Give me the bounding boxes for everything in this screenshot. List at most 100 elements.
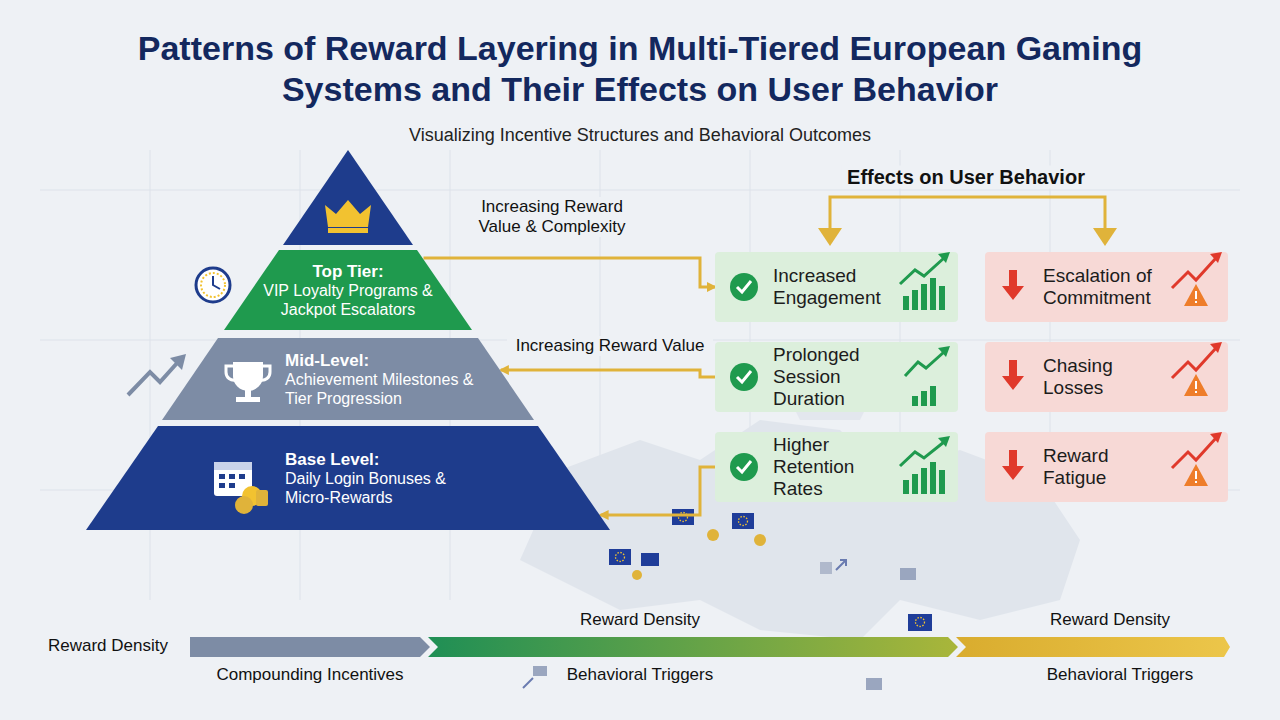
drawing-circle xyxy=(632,570,642,580)
drawing-polygon xyxy=(1210,432,1222,443)
axis-label: Reward Density xyxy=(580,610,700,630)
drawing-polygon xyxy=(956,637,1230,657)
drawing-polygon xyxy=(170,354,186,370)
drawing-circle xyxy=(730,273,758,301)
drawing-path xyxy=(1172,258,1216,288)
drawing-rect xyxy=(912,474,918,494)
drawing-rect xyxy=(245,389,251,397)
drawing-path xyxy=(1172,348,1216,378)
drawing-rect xyxy=(903,296,909,310)
drawing-g xyxy=(325,200,371,233)
effect-box: Prolonged Session Duration xyxy=(715,342,958,412)
drawing-rect xyxy=(1195,291,1197,299)
drawing-polygon xyxy=(283,150,413,245)
drawing-polygon xyxy=(224,250,472,330)
drawing-path xyxy=(325,200,371,227)
drawing-rect xyxy=(1195,391,1197,393)
drawing-circle xyxy=(201,273,225,297)
effect-text: Reward Fatigue xyxy=(1043,445,1168,489)
drawing-rect xyxy=(229,474,235,479)
drawing-circle xyxy=(242,486,262,506)
drawing-rect xyxy=(903,480,909,494)
drawing-circle xyxy=(730,363,758,391)
drawing-circle xyxy=(616,553,625,562)
tier-body: Daily Login Bonuses & Micro-Rewards xyxy=(285,469,475,507)
drawing-rect xyxy=(820,562,832,574)
drawing-polygon xyxy=(428,637,958,657)
drawing-path xyxy=(737,461,751,472)
drawing-path xyxy=(830,197,1105,230)
drawing-rect xyxy=(1195,301,1197,303)
drawing-polygon xyxy=(162,338,534,420)
drawing-path xyxy=(260,366,270,380)
axis-label: Behavioral Triggers xyxy=(567,665,713,685)
effect-text: Increased Engagement xyxy=(773,265,903,309)
effect-text: Prolonged Session Duration xyxy=(773,344,913,410)
effect-box: Escalation of Commitment xyxy=(985,252,1228,322)
drawing-path xyxy=(128,362,178,395)
drawing-circle xyxy=(739,517,748,526)
effect-box: Higher Retention Rates xyxy=(715,432,958,502)
drawing-polygon xyxy=(1210,252,1222,263)
drawing-rect xyxy=(239,474,245,479)
drawing-rect xyxy=(328,228,368,233)
drawing-path xyxy=(737,371,751,382)
drawing-path xyxy=(836,560,846,570)
drawing-rect xyxy=(1195,481,1197,483)
drawing-g xyxy=(1184,284,1208,486)
drawing-g xyxy=(226,362,270,402)
drawing-rect xyxy=(672,509,694,525)
drawing-rect xyxy=(930,278,936,310)
tier-heading: Base Level: xyxy=(285,450,380,469)
flow-connector xyxy=(424,258,716,287)
drawing-rect xyxy=(930,462,936,494)
drawing-polygon xyxy=(1002,450,1024,480)
drawing-polygon xyxy=(190,637,430,657)
flow-connector xyxy=(601,467,715,515)
effect-text: Escalation of Commitment xyxy=(1043,265,1168,309)
drawing-polygon xyxy=(938,346,950,357)
drawing-rect xyxy=(921,468,927,494)
connector-label: Increasing Reward Value xyxy=(507,336,713,356)
drawing-rect xyxy=(912,396,918,406)
drawing-path xyxy=(900,442,944,466)
drawing-g xyxy=(900,258,944,466)
axis-label: Behavioral Triggers xyxy=(1047,665,1193,685)
drawing-polygon xyxy=(86,426,610,530)
drawing-path xyxy=(1172,438,1216,468)
subtitle: Visualizing Incentive Structures and Beh… xyxy=(409,125,871,146)
drawing-polygon xyxy=(1002,270,1024,300)
drawing-path xyxy=(213,276,220,289)
drawing-rect xyxy=(866,678,882,690)
title: Patterns of Reward Layering in Multi-Tie… xyxy=(100,28,1180,110)
drawing-rect xyxy=(256,490,268,506)
drawing-circle xyxy=(707,529,719,541)
drawing-rect xyxy=(229,483,235,488)
drawing-polygon xyxy=(938,436,950,447)
drawing-g xyxy=(903,278,945,494)
drawing-path xyxy=(737,281,751,292)
drawing-g xyxy=(219,474,245,488)
axis-label: Compounding Incentives xyxy=(216,665,403,685)
drawing-polygon xyxy=(1093,228,1117,246)
effect-box: Increased Engagement xyxy=(715,252,958,322)
drawing-polygon xyxy=(1184,284,1208,306)
drawing-polygon xyxy=(1184,464,1208,486)
drawing-rect xyxy=(900,568,916,580)
drawing-rect xyxy=(236,397,260,402)
drawing-path xyxy=(900,258,944,284)
drawing-rect xyxy=(1195,381,1197,389)
drawing-rect xyxy=(533,666,547,676)
drawing-polygon xyxy=(1184,374,1208,396)
drawing-rect xyxy=(939,470,945,494)
drawing-g xyxy=(730,273,758,481)
drawing-g xyxy=(1172,258,1216,468)
drawing-circle xyxy=(730,453,758,481)
drawing-g xyxy=(214,462,268,514)
drawing-rect xyxy=(930,386,936,406)
drawing-path xyxy=(233,362,263,391)
tier-heading: Top Tier: xyxy=(312,262,383,281)
drawing-circle xyxy=(235,496,253,514)
